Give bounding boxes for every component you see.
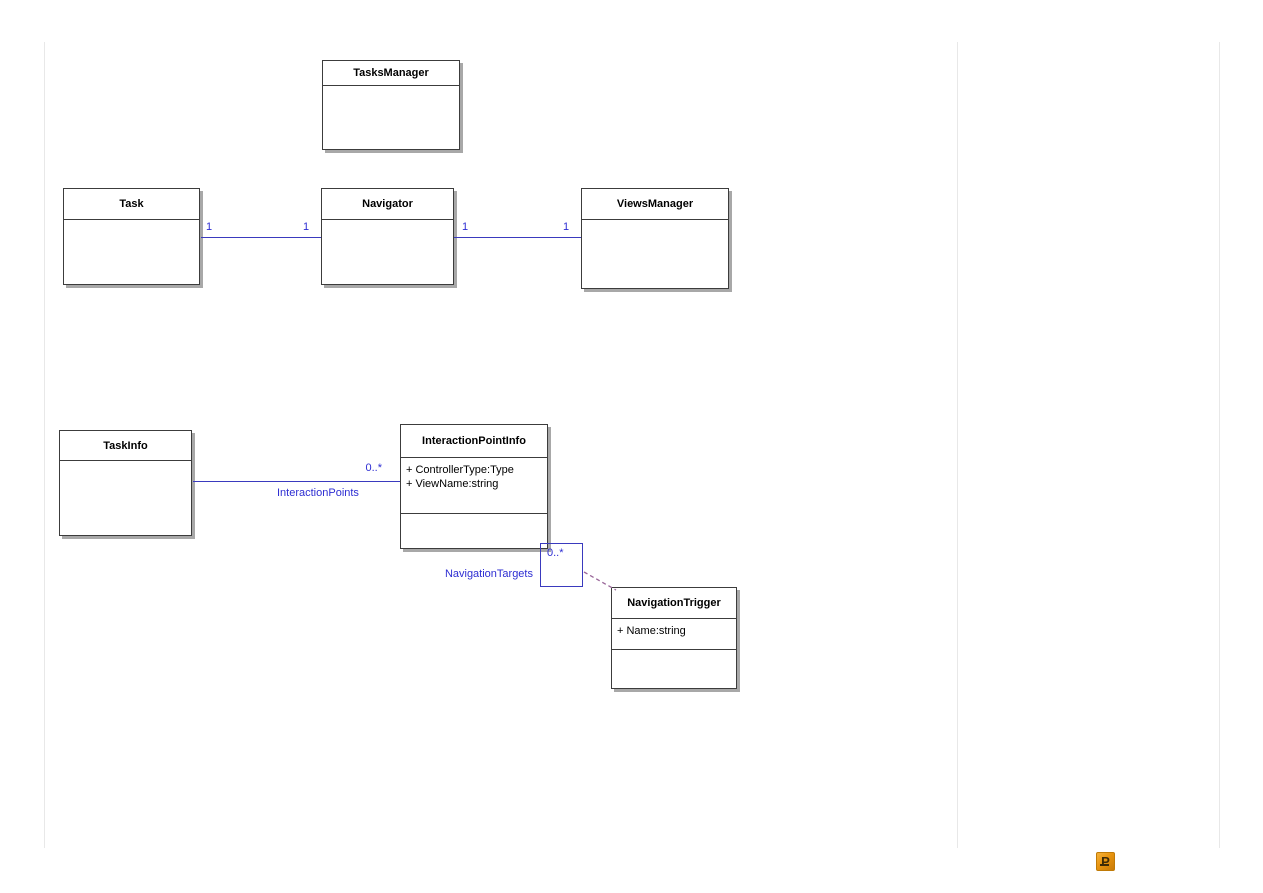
class-body-compartment: [64, 220, 199, 284]
association-taskinfo-interactionpointinfo[interactable]: [193, 481, 400, 482]
association-task-navigator[interactable]: [201, 237, 321, 238]
class-attribute: + Name:string: [617, 625, 686, 637]
multiplicity-label[interactable]: 1: [563, 221, 570, 233]
p-badge-icon[interactable]: P: [1096, 852, 1115, 871]
class-box-viewsmanager[interactable]: ViewsManager: [581, 188, 729, 289]
association-navigator-viewsmanager[interactable]: [454, 237, 581, 238]
page-guide-line: [957, 42, 958, 848]
class-attribute: + ViewName:string: [406, 478, 499, 490]
class-title: TaskInfo: [60, 431, 191, 461]
association-interactionpointinfo-navigationtrigger[interactable]: [582, 568, 622, 594]
class-box-interactionpointinfo[interactable]: InteractionPointInfo + ControllerType:Ty…: [400, 424, 548, 549]
multiplicity-label: 0..*: [547, 547, 564, 559]
page-guide-line: [1219, 42, 1220, 848]
class-body-compartment: [322, 220, 453, 284]
multiplicity-label[interactable]: 0..*: [365, 462, 382, 474]
class-box-task[interactable]: Task: [63, 188, 200, 285]
class-body-compartment: [60, 461, 191, 535]
class-attributes-compartment: + ControllerType:Type + ViewName:string: [401, 458, 547, 514]
class-title: ViewsManager: [582, 189, 728, 220]
class-box-taskinfo[interactable]: TaskInfo: [59, 430, 192, 536]
association-name-label[interactable]: NavigationTargets: [444, 568, 533, 580]
multiplicity-label[interactable]: 1: [462, 221, 469, 233]
p-badge-crossbar: [1100, 864, 1109, 866]
class-attribute: + ControllerType:Type: [406, 464, 514, 476]
p-badge-glyph: P: [1101, 854, 1110, 869]
class-operations-compartment: [401, 514, 547, 548]
class-title: Task: [64, 189, 199, 220]
class-box-navigator[interactable]: Navigator: [321, 188, 454, 285]
class-title: InteractionPointInfo: [401, 425, 547, 458]
association-name-label[interactable]: InteractionPoints: [277, 487, 359, 499]
page-guide-line: [44, 42, 45, 848]
class-body-compartment: [582, 220, 728, 288]
multiplicity-label[interactable]: 1: [206, 221, 213, 233]
class-body-compartment: [323, 86, 459, 149]
class-operations-compartment: [612, 650, 736, 688]
multiplicity-label[interactable]: 1: [303, 221, 310, 233]
class-title: TasksManager: [323, 61, 459, 86]
class-attributes-compartment: + Name:string: [612, 619, 736, 650]
qualifier-box[interactable]: 0..*: [540, 543, 583, 587]
class-box-navigationtrigger[interactable]: NavigationTrigger + Name:string: [611, 587, 737, 689]
class-title: NavigationTrigger: [612, 588, 736, 619]
class-box-tasksmanager[interactable]: TasksManager: [322, 60, 460, 150]
class-title: Navigator: [322, 189, 453, 220]
